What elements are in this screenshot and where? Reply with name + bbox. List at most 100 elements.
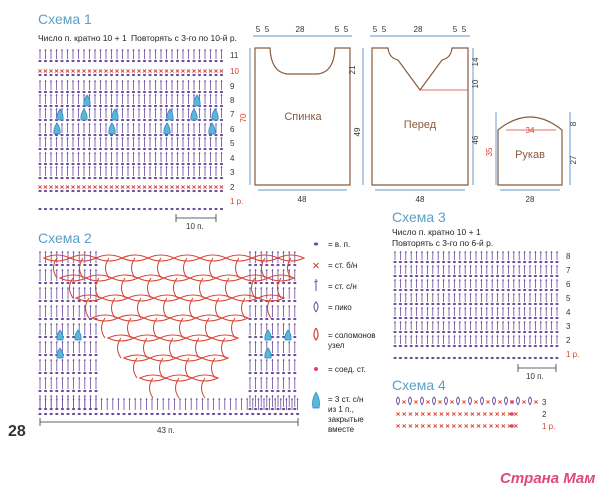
chain-stitch: [420, 330, 424, 334]
single-crochet-stitch: [402, 424, 407, 428]
double-crochet-stitch: [121, 137, 124, 140]
double-crochet-stitch: [501, 265, 505, 268]
chain-stitch: [415, 288, 419, 292]
chain-stitch: [104, 118, 108, 122]
chain-stitch: [148, 189, 152, 193]
double-crochet-stitch: [82, 94, 86, 97]
chain-stitch: [248, 317, 252, 321]
double-crochet-stitch: [148, 108, 152, 111]
chain-stitch: [474, 274, 478, 278]
chain-stitch: [555, 356, 559, 360]
chain-stitch: [431, 288, 435, 292]
chain-stitch: [245, 412, 249, 416]
cluster-stitch: [264, 329, 272, 341]
double-crochet-stitch: [159, 80, 163, 83]
chain-stitch: [87, 59, 92, 63]
chain-stitch: [208, 189, 213, 193]
chain-stitch: [550, 274, 554, 278]
double-crochet-stitch: [404, 293, 407, 296]
double-crochet-stitch: [534, 251, 537, 254]
chain-stitch: [287, 353, 291, 357]
double-crochet-stitch: [89, 323, 92, 326]
single-crochet-stitch: [464, 424, 469, 428]
chain-stitch: [404, 330, 408, 334]
double-crochet-stitch: [285, 398, 288, 401]
chain-stitch: [506, 274, 510, 278]
double-crochet-stitch: [89, 359, 92, 362]
double-crochet-stitch: [276, 395, 280, 398]
chain-stitch: [82, 59, 86, 63]
solomon-knot-stitch: [201, 377, 206, 399]
chain-stitch: [512, 274, 516, 278]
chain-stitch: [71, 73, 75, 77]
chain-stitch: [469, 302, 473, 306]
single-crochet-stitch: [476, 424, 481, 428]
chain-stitch: [137, 59, 141, 63]
chain-stitch: [415, 274, 419, 278]
chain-stitch: [533, 302, 538, 306]
double-crochet-stitch: [229, 398, 232, 401]
double-crochet-stitch: [111, 398, 114, 401]
double-crochet-stitch: [190, 398, 193, 401]
chain-stitch: [431, 344, 435, 348]
double-crochet-stitch: [555, 335, 559, 338]
pattern-front-top-dim: 28: [414, 25, 423, 34]
chain-stitch: [126, 73, 130, 77]
double-crochet-stitch: [38, 341, 42, 344]
chain-stitch: [137, 73, 141, 77]
double-crochet-stitch: [66, 341, 70, 344]
double-crochet-stitch: [399, 265, 402, 268]
chain-stitch: [137, 147, 141, 151]
double-crochet-stitch: [60, 80, 64, 83]
chain-stitch: [159, 59, 163, 63]
chain-stitch: [131, 189, 136, 193]
chain-stitch: [431, 356, 435, 360]
chain-stitch: [436, 330, 440, 334]
chain-stitch: [98, 73, 103, 77]
chain-stitch: [120, 207, 125, 211]
double-crochet-stitch: [104, 152, 108, 155]
chain-stitch: [153, 104, 158, 108]
double-crochet-stitch: [539, 335, 542, 338]
double-crochet-stitch: [66, 166, 69, 169]
single-crochet-stitch: [98, 185, 103, 189]
chain-stitch: [93, 189, 97, 193]
double-crochet-stitch: [192, 166, 196, 169]
chain-stitch: [219, 59, 224, 63]
double-crochet-stitch: [404, 251, 407, 254]
double-crochet-stitch: [220, 137, 223, 140]
double-crochet-stitch: [507, 265, 510, 268]
double-crochet-stitch: [77, 49, 80, 52]
chain-stitch: [214, 90, 218, 94]
chain-stitch: [415, 344, 419, 348]
double-crochet-stitch: [115, 94, 119, 97]
double-crochet-stitch: [203, 49, 207, 52]
single-crochet-stitch: [164, 185, 169, 189]
double-crochet-stitch: [44, 80, 47, 83]
double-crochet-stitch: [501, 279, 505, 282]
double-crochet-stitch: [187, 166, 190, 169]
chain-stitch: [60, 59, 64, 63]
double-crochet-stitch: [453, 279, 456, 282]
double-crochet-stitch: [176, 152, 179, 155]
chain-stitch: [469, 330, 473, 334]
double-crochet-stitch: [260, 359, 263, 362]
chain-stitch: [120, 118, 125, 122]
double-crochet-stitch: [104, 80, 108, 83]
double-crochet-stitch: [254, 341, 257, 344]
chain-stitch: [54, 90, 59, 94]
scheme2-title: Схема 2: [38, 230, 92, 246]
double-crochet-stitch: [545, 279, 548, 282]
double-crochet-stitch: [415, 293, 418, 296]
single-crochet-stitch: [137, 185, 141, 189]
chain-stitch: [436, 288, 440, 292]
double-crochet-stitch: [77, 152, 80, 155]
chain-stitch: [94, 412, 98, 416]
double-crochet-stitch: [50, 377, 53, 380]
chain-stitch: [425, 356, 429, 360]
double-crochet-stitch: [165, 94, 168, 97]
chain-stitch: [192, 176, 196, 180]
chain-stitch: [44, 389, 48, 393]
chain-stitch: [66, 353, 70, 357]
chain-stitch: [60, 412, 64, 416]
